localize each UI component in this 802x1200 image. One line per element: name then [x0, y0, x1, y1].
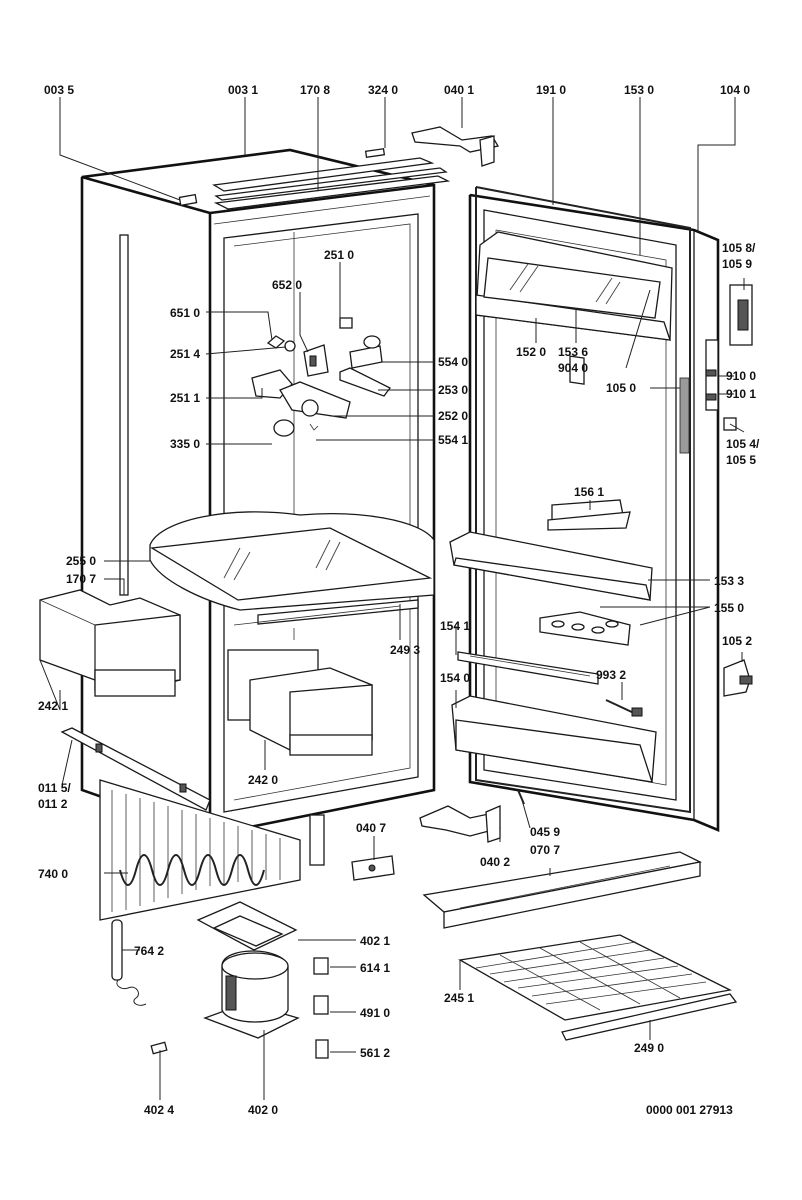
label-249-3: 249 3 — [390, 643, 420, 657]
bottle-shelf — [451, 695, 657, 783]
label-153-0: 153 0 — [624, 83, 654, 97]
label-402-1: 402 1 — [360, 934, 390, 948]
label-191-0: 191 0 — [536, 83, 566, 97]
label-910-1: 910 1 — [726, 387, 756, 401]
label-402-4: 402 4 — [144, 1103, 174, 1117]
label-253-0: 253 0 — [438, 383, 468, 397]
wire-grille — [458, 934, 733, 1021]
label-011-5: 011 5/ — [38, 781, 71, 795]
label-170-8: 170 8 — [300, 83, 330, 97]
label-251-4: 251 4 — [170, 347, 200, 361]
compressor-mount — [196, 901, 298, 951]
bottom-hinge-040-2 — [419, 789, 525, 843]
egg-holder — [539, 611, 631, 646]
label-011-2: 011 2 — [38, 797, 68, 811]
kick-plate — [422, 851, 702, 929]
document-number: 0000 001 27913 — [646, 1103, 733, 1117]
label-910-0: 910 0 — [726, 369, 756, 383]
label-249-0: 249 0 — [634, 1041, 664, 1055]
hinge-040-1 — [364, 126, 500, 167]
label-003-5: 003 5 — [44, 83, 74, 97]
label-251-1: 251 1 — [170, 391, 200, 405]
leader-lines — [39, 97, 745, 1100]
label-904-0: 904 0 — [558, 361, 588, 375]
label-154-1: 154 1 — [440, 619, 470, 633]
label-105-5: 105 5 — [726, 453, 756, 467]
label-070-7: 070 7 — [530, 843, 560, 857]
label-153-3: 153 3 — [714, 574, 744, 588]
label-170-7: 170 7 — [66, 572, 96, 586]
glass-shelf — [149, 511, 435, 611]
egg-tray — [547, 499, 631, 531]
hinge-parts-right — [705, 284, 753, 697]
label-105-2: 105 2 — [722, 634, 752, 648]
label-104-0: 104 0 — [720, 83, 750, 97]
label-402-0: 402 0 — [248, 1103, 278, 1117]
label-105-4: 105 4/ — [726, 437, 760, 451]
label-491-0: 491 0 — [360, 1006, 390, 1020]
label-003-1: 003 1 — [228, 83, 258, 97]
compressor-accessories — [150, 957, 329, 1059]
bottom-front-bar — [60, 727, 211, 811]
butter-compartment — [475, 231, 673, 385]
label-993-2: 993 2 — [596, 668, 626, 682]
label-242-0: 242 0 — [248, 773, 278, 787]
plate-040-7 — [351, 855, 395, 881]
crisper-242-0 — [227, 649, 373, 756]
label-561-2: 561 2 — [360, 1046, 390, 1060]
dryer-filter — [111, 919, 147, 1006]
label-251-0: 251 0 — [324, 248, 354, 262]
label-040-2: 040 2 — [480, 855, 510, 869]
label-040-7: 040 7 — [356, 821, 386, 835]
label-155-0: 155 0 — [714, 601, 744, 615]
label-554-0: 554 0 — [438, 355, 468, 369]
label-764-2: 764 2 — [134, 944, 164, 958]
label-242-1: 242 1 — [38, 699, 68, 713]
label-105-8: 105 8/ — [722, 241, 756, 255]
door-shelf-153-3 — [449, 531, 653, 601]
label-740-0: 740 0 — [38, 867, 68, 881]
label-245-1: 245 1 — [444, 991, 474, 1005]
label-252-0: 252 0 — [438, 409, 468, 423]
thermometer — [605, 699, 643, 717]
label-105-0: 105 0 — [606, 381, 636, 395]
label-335-0: 335 0 — [170, 437, 200, 451]
label-324-0: 324 0 — [368, 83, 398, 97]
label-153-6: 153 6 — [558, 345, 588, 359]
label-255-0: 255 0 — [66, 554, 96, 568]
label-105-9: 105 9 — [722, 257, 752, 271]
label-045-9: 045 9 — [530, 825, 560, 839]
part-labels: 003 5 003 1 170 8 324 0 040 1 191 0 153 … — [38, 83, 760, 1117]
label-554-1: 554 1 — [438, 433, 468, 447]
trim-strip — [561, 993, 738, 1041]
label-040-1: 040 1 — [444, 83, 474, 97]
top-cover-bars — [178, 157, 451, 210]
crisper-242-1 — [39, 589, 181, 697]
label-651-0: 651 0 — [170, 306, 200, 320]
label-614-1: 614 1 — [360, 961, 390, 975]
condenser — [99, 779, 325, 921]
label-152-0: 152 0 — [516, 345, 546, 359]
label-652-0: 652 0 — [272, 278, 302, 292]
label-156-1: 156 1 — [574, 485, 604, 499]
bottle-rail — [457, 651, 599, 685]
compressor — [203, 950, 300, 1039]
label-154-0: 154 0 — [440, 671, 470, 685]
